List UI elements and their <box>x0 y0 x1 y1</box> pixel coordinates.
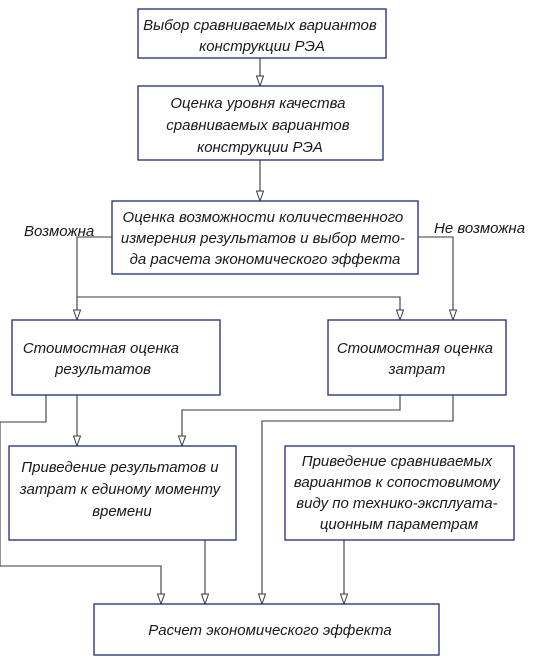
branch-label-not-possible: Не возможна <box>434 220 525 237</box>
node-label: Приведение результатов и затрат к едином… <box>19 459 225 520</box>
node-box <box>137 85 384 161</box>
edge-cost-expenses-to-effect <box>261 395 454 604</box>
arrowhead <box>72 435 82 448</box>
arrowhead <box>339 593 349 606</box>
node-label-line: Расчет экономического эффекта <box>148 622 391 639</box>
arrowhead <box>255 190 265 203</box>
node-label-line: Оценка возможности количественного <box>123 209 404 226</box>
node-select-variants: Выбор сравниваемых вариантов конструкции… <box>137 8 387 59</box>
connectors <box>0 58 454 604</box>
node-label-line: времени <box>92 503 152 520</box>
node-label: Оценка возможности количественного измер… <box>121 209 409 268</box>
node-label-line: Стоимостная оценка <box>337 340 493 357</box>
arrowhead <box>156 593 166 606</box>
node-label: Расчет экономического эффекта <box>148 622 391 639</box>
node-label-line: результатов <box>54 361 151 378</box>
nodes: Выбор сравниваемых вариантов конструкции… <box>8 8 515 656</box>
arrowhead <box>395 309 405 322</box>
node-box <box>8 445 237 541</box>
node-label-line: сравниваемых вариантов <box>166 117 349 134</box>
branch-label-possible: Возможна <box>24 223 94 240</box>
node-box <box>137 8 387 59</box>
node-quality-assessment: Оценка уровня качества сравниваемых вари… <box>137 85 384 161</box>
node-time-reduction: Приведение результатов и затрат к едином… <box>8 445 237 541</box>
node-cost-results: Стоимостная оценка результатов <box>11 319 221 396</box>
arrowhead <box>257 593 267 606</box>
node-label: Выбор сравниваемых вариантов конструкции… <box>143 17 381 55</box>
node-label-line: ционным параметрам <box>320 516 478 533</box>
node-box <box>93 603 440 656</box>
node-label-line: затрат к единому моменту <box>19 481 222 498</box>
node-cost-expenses: Стоимостная оценка затрат <box>327 319 507 396</box>
node-label-line: измерения результатов и выбор мето- <box>121 230 405 247</box>
arrowhead <box>448 309 458 322</box>
node-label-line: да расчета экономического эффекта <box>130 251 401 268</box>
node-label: Стоимостная оценка затрат <box>337 340 497 378</box>
node-box <box>284 445 515 541</box>
node-label-line: Оценка уровня качества <box>170 95 345 112</box>
edge-cost-expenses-to-time <box>181 395 401 446</box>
node-label-line: Выбор сравниваемых вариантов <box>143 17 377 34</box>
edge-measurement-to-cost-expenses <box>418 236 454 320</box>
edge-cost-results-bypass <box>0 395 162 604</box>
node-label-line: Стоимостная оценка <box>23 340 179 357</box>
node-label: Стоимостная оценка результатов <box>23 340 183 378</box>
edge-measurement-to-cost-results <box>76 236 112 320</box>
arrowhead <box>200 593 210 606</box>
node-label: Оценка уровня качества сравниваемых вари… <box>166 95 353 156</box>
node-label-line: виду по технико-эксплуата- <box>296 495 497 512</box>
arrowheads <box>72 75 458 606</box>
node-measurement-possibility: Оценка возможности количественного измер… <box>111 200 419 275</box>
node-label-line: Приведение результатов и <box>21 459 219 476</box>
edge-split-from-measurement <box>77 296 401 320</box>
node-label-line: вариантов к сопостовимому <box>294 474 502 491</box>
node-effect-calculation: Расчет экономического эффекта <box>93 603 440 656</box>
node-comparable-reduction: Приведение сравниваемых вариантов к сопо… <box>284 445 515 541</box>
arrowhead <box>72 309 82 322</box>
node-label-line: затрат <box>388 361 446 378</box>
node-label-line: Приведение сравниваемых <box>302 453 493 470</box>
node-label-line: конструкции РЭА <box>199 38 325 55</box>
node-box <box>11 319 221 396</box>
node-box <box>111 200 419 275</box>
node-label-line: конструкции РЭА <box>197 139 323 156</box>
node-box <box>327 319 507 396</box>
node-label: Приведение сравниваемых вариантов к сопо… <box>294 453 504 533</box>
arrowhead <box>177 435 187 448</box>
arrowhead <box>255 75 265 88</box>
